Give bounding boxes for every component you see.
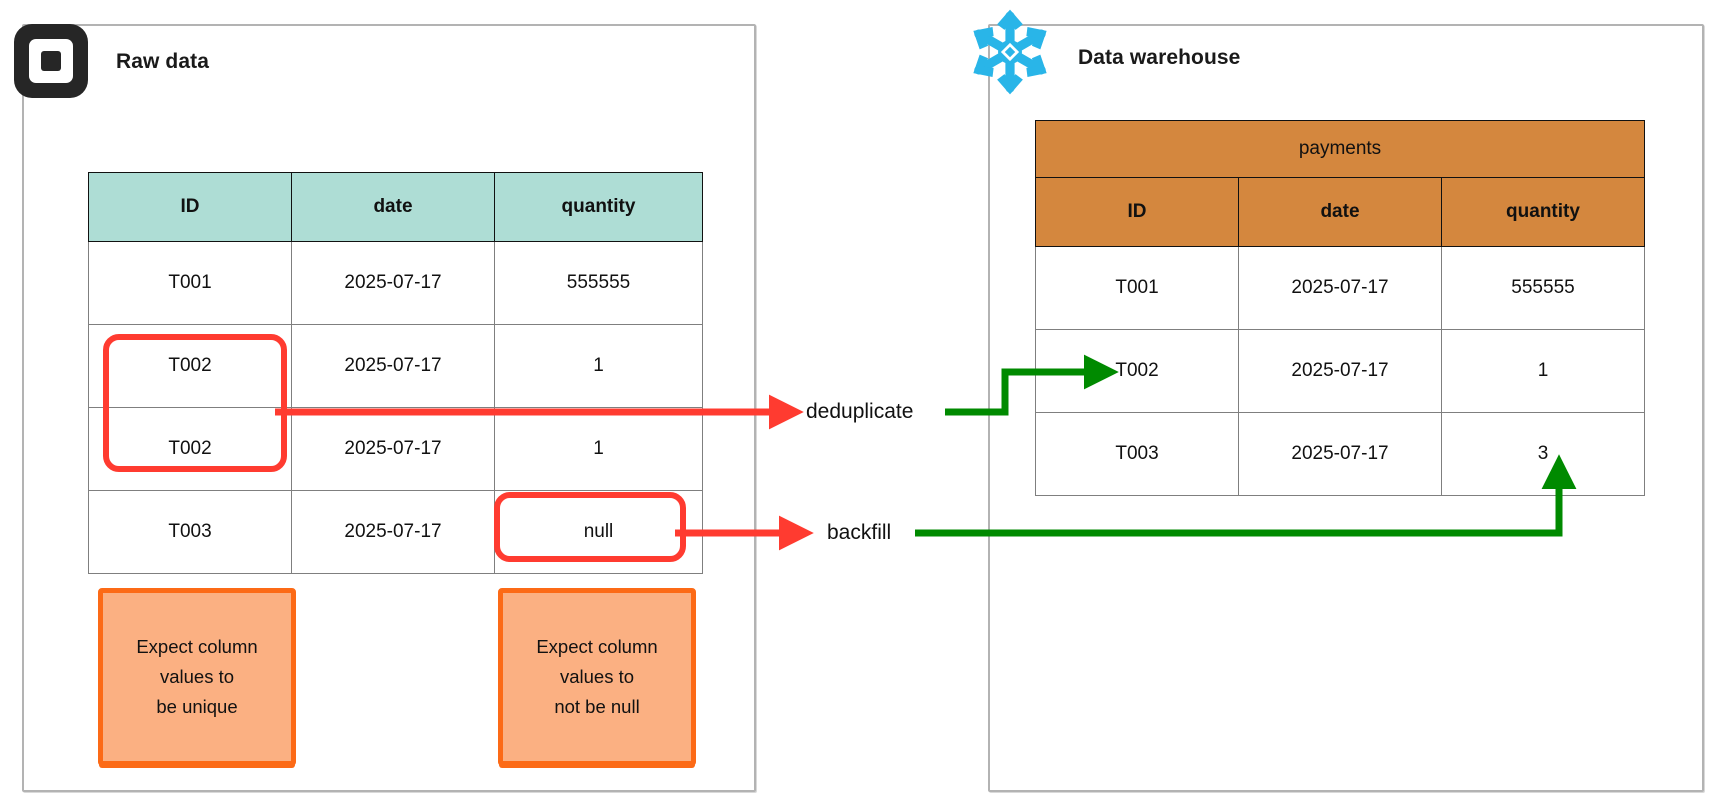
raw-cell-id: T001	[88, 241, 292, 325]
payments-caption-row: payments	[1035, 120, 1645, 178]
raw-cell-qty: null	[494, 490, 703, 574]
raw-col-date: date	[291, 172, 495, 242]
payments-cell-date: 2025-07-17	[1238, 412, 1442, 496]
square-logo-dot	[41, 51, 61, 71]
data-warehouse-title: Data warehouse	[1078, 46, 1241, 69]
deduplicate-label: deduplicate	[806, 400, 914, 423]
raw-cell-id: T002	[88, 407, 292, 491]
square-logo-ring	[29, 39, 73, 83]
sticky-note-unique: Expect column values to be unique	[98, 588, 296, 766]
raw-data-table: ID date quantity T001 2025-07-17 555555 …	[88, 172, 703, 574]
table-row: T001 2025-07-17 555555	[1035, 246, 1645, 330]
payments-cell-qty: 3	[1441, 412, 1645, 496]
backfill-label: backfill	[827, 521, 892, 544]
sticky-unique-line3: be unique	[156, 695, 238, 717]
snowflake-logo	[964, 6, 1056, 98]
raw-cell-date: 2025-07-17	[291, 324, 495, 408]
payments-cell-date: 2025-07-17	[1238, 246, 1442, 330]
raw-data-title: Raw data	[116, 50, 209, 73]
sticky-unique-line2: values to	[159, 666, 235, 688]
payments-cell-id: T002	[1035, 329, 1239, 413]
sticky-note-not-null: Expect column values to not be null	[498, 588, 696, 766]
table-row: T002 2025-07-17 1	[88, 407, 703, 491]
raw-cell-date: 2025-07-17	[291, 407, 495, 491]
table-row: T002 2025-07-17 1	[1035, 329, 1645, 413]
sticky-notnull-line3: not be null	[554, 695, 640, 717]
table-row: T002 2025-07-17 1	[88, 324, 703, 408]
payments-cell-id: T001	[1035, 246, 1239, 330]
square-logo	[14, 24, 88, 98]
sticky-notnull-line1: Expect column	[536, 636, 658, 658]
raw-col-qty: quantity	[494, 172, 703, 242]
sticky-notnull-line2: values to	[559, 666, 635, 688]
raw-cell-id: T002	[88, 324, 292, 408]
payments-cell-qty: 1	[1441, 329, 1645, 413]
payments-cell-qty: 555555	[1441, 246, 1645, 330]
raw-cell-date: 2025-07-17	[291, 241, 495, 325]
payments-table-name: payments	[1035, 120, 1645, 178]
payments-table: payments ID date quantity T001 2025-07-1…	[1035, 120, 1645, 496]
raw-cell-qty: 1	[494, 324, 703, 408]
raw-col-id: ID	[88, 172, 292, 242]
payments-cell-id: T003	[1035, 412, 1239, 496]
sticky-unique-line1: Expect column	[136, 636, 258, 658]
table-row: T003 2025-07-17 null	[88, 490, 703, 574]
raw-cell-id: T003	[88, 490, 292, 574]
payments-col-qty: quantity	[1441, 177, 1645, 247]
raw-cell-qty: 1	[494, 407, 703, 491]
payments-col-date: date	[1238, 177, 1442, 247]
payments-header-row: ID date quantity	[1035, 177, 1645, 247]
payments-cell-date: 2025-07-17	[1238, 329, 1442, 413]
table-row: T001 2025-07-17 555555	[88, 241, 703, 325]
raw-cell-date: 2025-07-17	[291, 490, 495, 574]
table-row: T003 2025-07-17 3	[1035, 412, 1645, 496]
raw-cell-qty: 555555	[494, 241, 703, 325]
raw-table-header-row: ID date quantity	[88, 172, 703, 242]
payments-col-id: ID	[1035, 177, 1239, 247]
